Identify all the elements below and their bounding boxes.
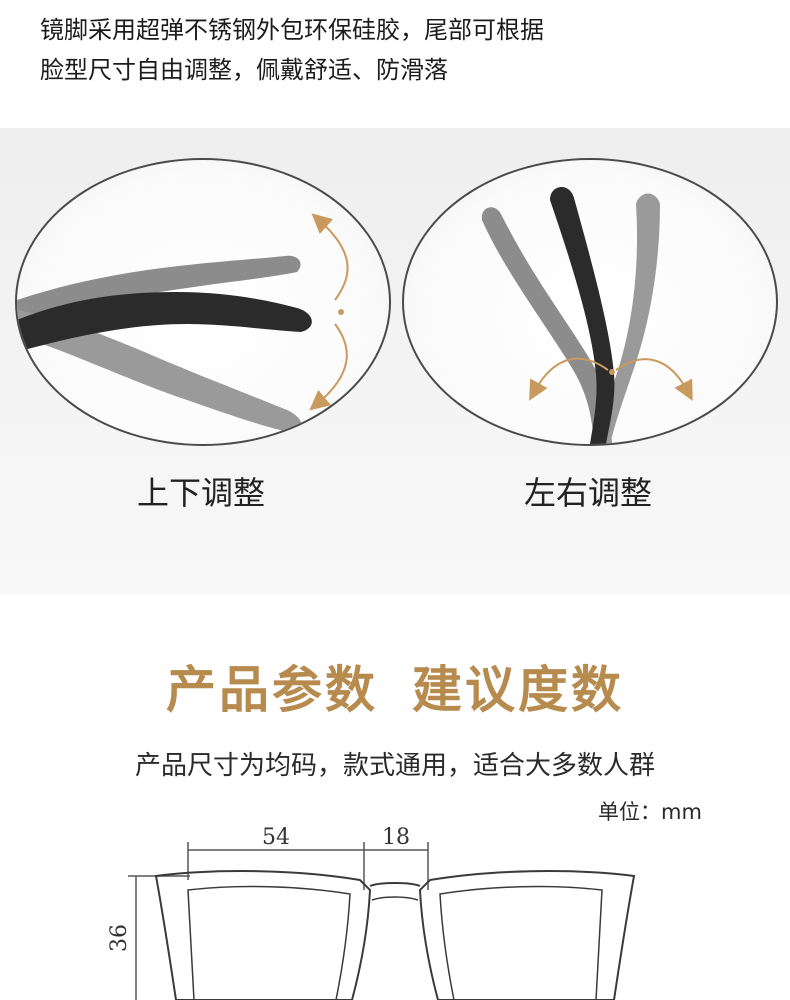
temple-up-down-graphic	[17, 213, 349, 434]
left-right-adjust-illustration	[402, 158, 778, 446]
temple-gray-lower	[17, 310, 302, 434]
temple-dark	[550, 186, 615, 444]
up-down-caption: 上下调整	[136, 474, 265, 512]
glasses-frame	[154, 870, 636, 1000]
temple-gray-left	[481, 207, 612, 444]
params-title-part1: 产品参数	[166, 661, 378, 719]
bridge-width-value: 18	[382, 825, 410, 850]
params-title-part2: 建议度数	[412, 661, 624, 719]
temple-dark	[17, 292, 312, 352]
params-subtitle: 产品尺寸为均码，款式通用，适合大多数人群	[134, 751, 655, 781]
temple-left-right-graphic	[481, 186, 693, 444]
params-title: 产品参数建议度数	[0, 650, 790, 722]
temple-gray-right	[596, 193, 660, 444]
arrow-down	[309, 323, 348, 411]
lens-width-value: 54	[262, 825, 290, 850]
arrow-right	[615, 358, 693, 401]
arrow-up	[311, 213, 349, 301]
arrow-left	[529, 357, 609, 401]
intro-text: 镜脚采用超弹不锈钢外包环保硅胶，尾部可根据 脸型尺寸自由调整，佩戴舒适、防滑落	[40, 10, 760, 90]
intro-line-1: 镜脚采用超弹不锈钢外包环保硅胶，尾部可根据	[40, 16, 544, 44]
pivot-dot	[609, 369, 615, 375]
adjust-panel: 上下调整 左右调整	[0, 128, 790, 594]
lens-height-value: 36	[107, 924, 132, 952]
pivot-dot	[338, 309, 344, 315]
left-right-caption: 左右调整	[523, 474, 652, 512]
up-down-adjust-illustration	[15, 158, 391, 446]
intro-line-2: 脸型尺寸自由调整，佩戴舒适、防滑落	[40, 56, 448, 84]
glasses-dimension-diagram: 54 18 36	[107, 825, 636, 1000]
unit-label: 单位：mm	[598, 800, 702, 824]
